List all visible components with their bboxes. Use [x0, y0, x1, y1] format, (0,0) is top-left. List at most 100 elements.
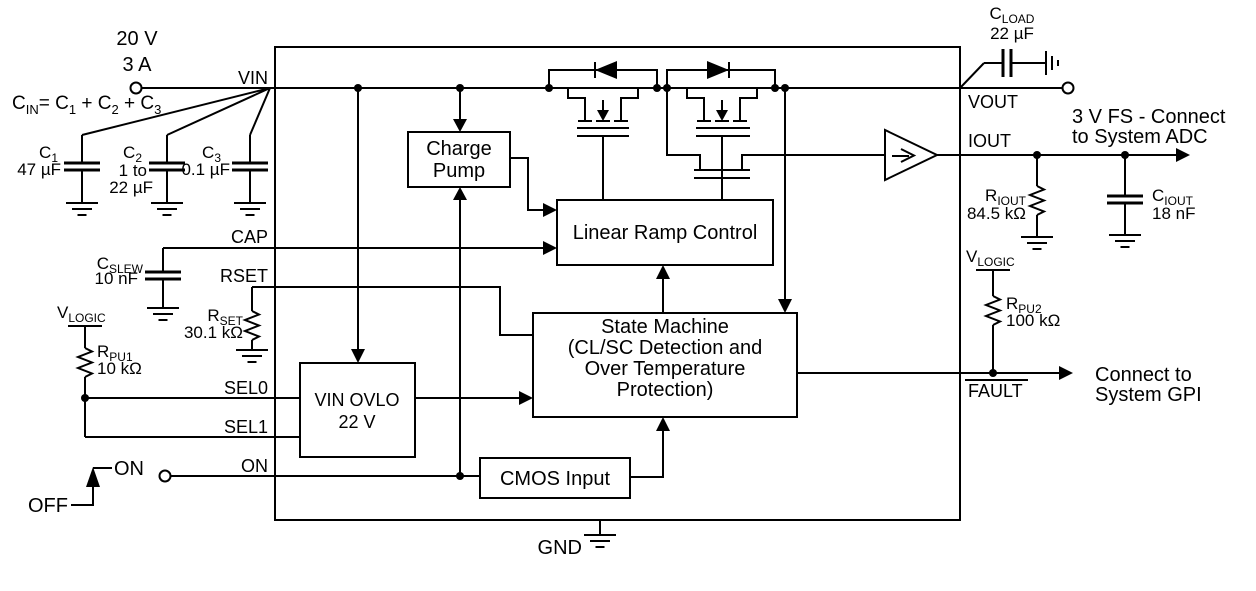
- arrow-cap-to-ramp: [543, 241, 557, 255]
- pin-label-gnd: GND: [538, 537, 582, 559]
- gpi-annotation-line1: Connect to: [1095, 364, 1192, 386]
- state-machine-label-line1: State Machine: [601, 316, 729, 338]
- cload-plates: [1001, 49, 1013, 77]
- c3-value-label: 0.1 µF: [181, 160, 230, 179]
- vin-ovlo-label-line1: VIN OVLO: [314, 390, 399, 410]
- pin-label-sel0: SEL0: [224, 378, 268, 398]
- cslew-ref-label: CSLEW: [97, 254, 144, 276]
- c1-ref-label: C1: [39, 143, 58, 165]
- component-labels: C1 47 µF C2 1 to 22 µF C3 0.1 µF CSLEW 1…: [17, 4, 1195, 378]
- state-machine-label-line4: Protection): [617, 379, 714, 401]
- rpu1-zigzag: [75, 347, 95, 378]
- rset-ground-icon: [235, 349, 269, 363]
- vlogic2-rail: [976, 269, 1010, 296]
- vout-terminal: [1061, 81, 1075, 95]
- state-machine-label-line2: (CL/SC Detection and: [568, 337, 763, 359]
- pin-label-cap: CAP: [231, 227, 268, 247]
- vin-ovlo-label-line2: 22 V: [338, 412, 375, 432]
- c1-plates: [64, 161, 100, 172]
- fet1-body-arrow-icon: [597, 110, 609, 121]
- state-machine-label-line3: Over Temperature: [585, 358, 746, 380]
- c1-value-label: 47 µF: [17, 160, 61, 179]
- c1-ground-icon: [65, 202, 99, 216]
- block-charge-pump: Charge Pump: [407, 131, 511, 188]
- charge-pump-label-line2: Pump: [433, 160, 485, 182]
- fet1-diode-icon: [595, 61, 617, 79]
- sense-fet: [666, 88, 885, 179]
- junction-dots: [81, 84, 1129, 480]
- vin-ovlo-box: [299, 362, 416, 458]
- block-cmos-input: CMOS Input: [479, 457, 631, 499]
- sense-amplifier: [884, 128, 940, 182]
- vlogic-right-label: VLOGIC: [966, 247, 1015, 269]
- amplifier-gain-arrow-icon: [892, 148, 917, 163]
- cslew-value-label: 10 nF: [95, 269, 138, 288]
- arrow-into-chargepump-bottom: [453, 187, 467, 200]
- rpu2-value-label: 100 kΩ: [1006, 311, 1060, 330]
- rpu2-ref-label: RPU2: [1006, 294, 1042, 316]
- pin-label-on: ON: [241, 456, 268, 476]
- riout-ground-icon: [1020, 236, 1054, 250]
- arrow-into-chargepump-top: [453, 119, 467, 132]
- cmos-out-wire: [630, 430, 664, 478]
- c2-value-label-line2: 22 µF: [109, 178, 153, 197]
- pin-label-vout: VOUT: [968, 92, 1018, 112]
- block-linear-ramp: Linear Ramp Control: [556, 199, 774, 266]
- rset-zigzag: [242, 310, 262, 341]
- gpi-annotation-line2: System GPI: [1095, 384, 1202, 406]
- cmos-input-label: CMOS Input: [500, 468, 610, 490]
- pin-label-rset: RSET: [220, 266, 268, 286]
- pin-label-vin: VIN: [238, 68, 268, 88]
- fet2-body-arrow-icon: [716, 110, 728, 121]
- cmos-input-box: [479, 457, 631, 499]
- riout-zigzag: [1027, 185, 1047, 216]
- pin-label-iout: IOUT: [968, 131, 1011, 151]
- arrow-cmos-to-sm: [656, 417, 670, 431]
- rset-ref-label: RSET: [207, 306, 243, 328]
- c2-plates: [149, 161, 185, 172]
- wires: [68, 51, 1177, 535]
- arrow-vin-to-ovlo: [351, 349, 365, 363]
- c3-ground-icon: [233, 202, 267, 216]
- riout-ref-label: RIOUT: [985, 186, 1027, 208]
- c2-ground-icon: [150, 202, 184, 216]
- gnd-pin-ground-icon: [583, 534, 617, 548]
- linear-ramp-label: Linear Ramp Control: [573, 222, 758, 244]
- block-vin-ovlo: VIN OVLO 22 V: [299, 362, 416, 458]
- cload-ref-label: CLOAD: [990, 4, 1035, 26]
- pin-label-fault: FAULT: [968, 381, 1023, 401]
- c3-plates: [232, 161, 268, 172]
- arrow-ovlo-to-sm: [519, 391, 533, 405]
- c2-value-label-line1: 1 to: [119, 161, 147, 180]
- vin-terminal: [129, 81, 143, 95]
- linear-ramp-box: [556, 199, 774, 266]
- on-terminal: [158, 469, 172, 483]
- adc-annotation-line2: to System ADC: [1072, 126, 1208, 148]
- source-voltage-label: 20 V: [116, 28, 158, 50]
- cin-formula: CIN= C1 + C2 + C3: [12, 93, 161, 117]
- cload-value-label: 22 µF: [990, 24, 1034, 43]
- pin-label-sel1: SEL1: [224, 417, 268, 437]
- input-cap-fan: [81, 87, 271, 136]
- rpu1-ref-label: RPU1: [97, 342, 133, 364]
- vlogic-left-label: VLOGIC: [57, 303, 106, 325]
- ciout-value-label: 18 nF: [1152, 204, 1195, 223]
- charge-pump-label-line1: Charge: [426, 138, 492, 160]
- ciout-ref-label: CIOUT: [1152, 186, 1194, 208]
- arrow-fault-out: [1059, 366, 1073, 380]
- arrow-iout-out: [1176, 148, 1190, 162]
- pin-labels: VIN CAP RSET SEL0 SEL1 ON VOUT IOUT FAUL…: [220, 68, 1023, 559]
- adc-annotation-line1: 3 V FS - Connect: [1072, 106, 1226, 128]
- block-state-machine: State Machine (CL/SC Detection and Over …: [532, 312, 798, 418]
- rset-pin-wire: [252, 286, 533, 336]
- rpu1-value-label: 10 kΩ: [97, 359, 142, 378]
- vlogic1-rail: [68, 325, 102, 348]
- capacitor-plates: [64, 49, 1143, 281]
- arrow-chargepump-to-ramp: [543, 203, 557, 217]
- source-current-label: 3 A: [123, 54, 153, 76]
- cload-ground-rotated: [1045, 51, 1059, 75]
- switch-on-label: ON: [114, 458, 144, 480]
- switch-off-label: OFF: [28, 495, 68, 517]
